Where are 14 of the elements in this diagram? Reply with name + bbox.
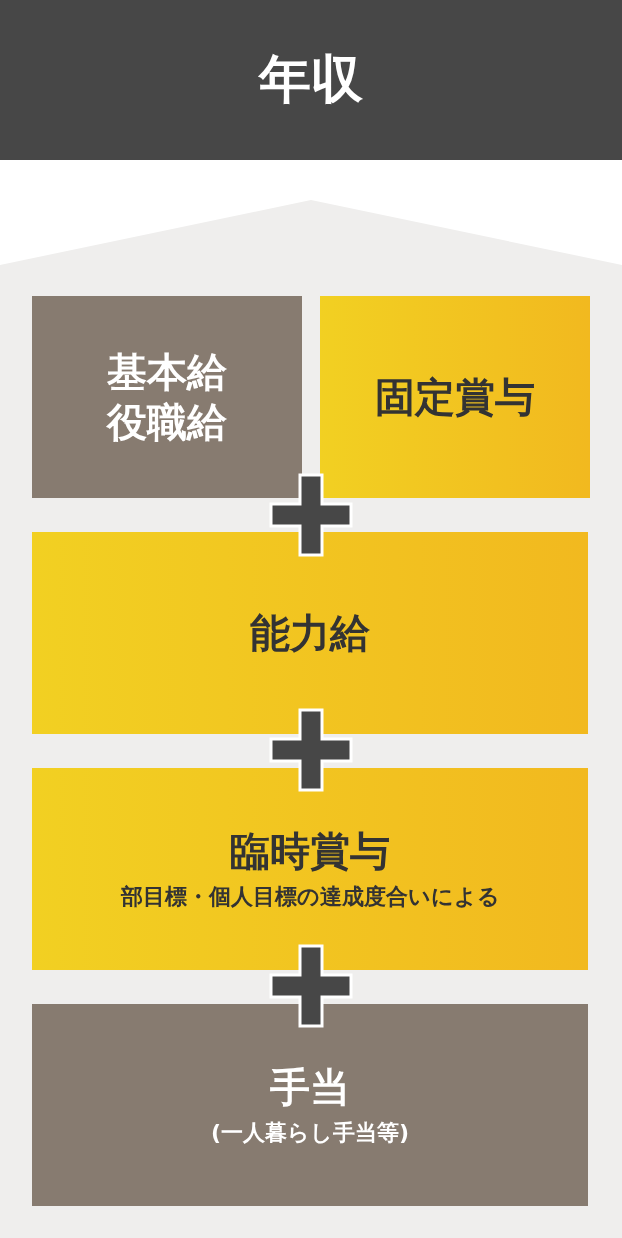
salary-box	[32, 1004, 588, 1206]
salary-box	[32, 532, 588, 734]
box-note: (一人暮らし手当等)	[210, 1119, 410, 1147]
box-note: 部目標・個人目標の達成度合いによる	[120, 883, 500, 911]
box-heading: 役職給	[107, 398, 227, 447]
box-heading: 基本給	[107, 348, 227, 397]
box-heading: 手当	[270, 1063, 350, 1112]
salary-box	[32, 296, 302, 498]
box-heading: 臨時賞与	[230, 827, 390, 876]
salary-box	[320, 296, 590, 498]
title: 年収	[259, 48, 363, 111]
box-heading: 能力給	[250, 609, 370, 658]
salary-box	[32, 768, 588, 970]
box-heading: 固定賞与	[375, 373, 535, 422]
